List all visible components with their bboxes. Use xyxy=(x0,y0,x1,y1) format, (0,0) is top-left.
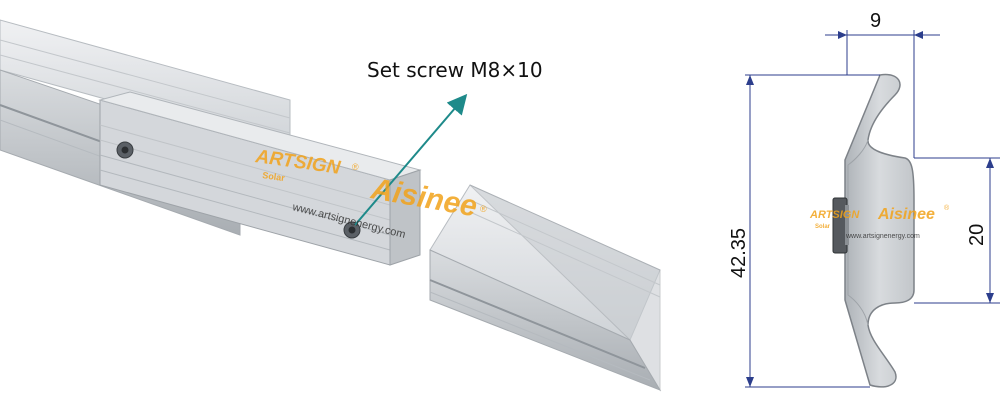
set-screw-right xyxy=(343,221,361,239)
splice-connector xyxy=(98,91,422,266)
callout-label: Set screw M8×10 xyxy=(367,58,543,82)
dimension-left-height: 42.35 xyxy=(728,74,880,388)
dimension-left-height-value: 42.35 xyxy=(728,228,750,278)
dimension-right-height-value: 20 xyxy=(966,224,988,246)
callout-arrow xyxy=(354,93,468,226)
watermark-right-brand-b: Aisinee xyxy=(877,206,935,223)
watermark-brand-a-sub: Solar xyxy=(262,170,286,183)
watermark-right-website: www.artsignenergy.com xyxy=(845,233,920,240)
dimension-top-width: 9 xyxy=(825,10,940,158)
dimension-right-height: 20 xyxy=(914,157,1000,304)
right-rail xyxy=(429,184,662,392)
watermark-right: ARTSIGN Solar Aisinee ® www.artsignenerg… xyxy=(809,204,950,240)
watermark-registered-b: ® xyxy=(480,204,487,214)
dimension-top-width-value: 9 xyxy=(870,10,881,32)
watermark-right-registered: ® xyxy=(944,204,950,212)
watermark-right-brand-a-sub: Solar xyxy=(815,224,831,230)
watermark-registered-a: ® xyxy=(352,162,359,172)
watermark-right-brand-a: ARTSIGN xyxy=(809,209,860,221)
rail-cross-section xyxy=(832,73,915,388)
set-screw-left xyxy=(116,141,134,159)
